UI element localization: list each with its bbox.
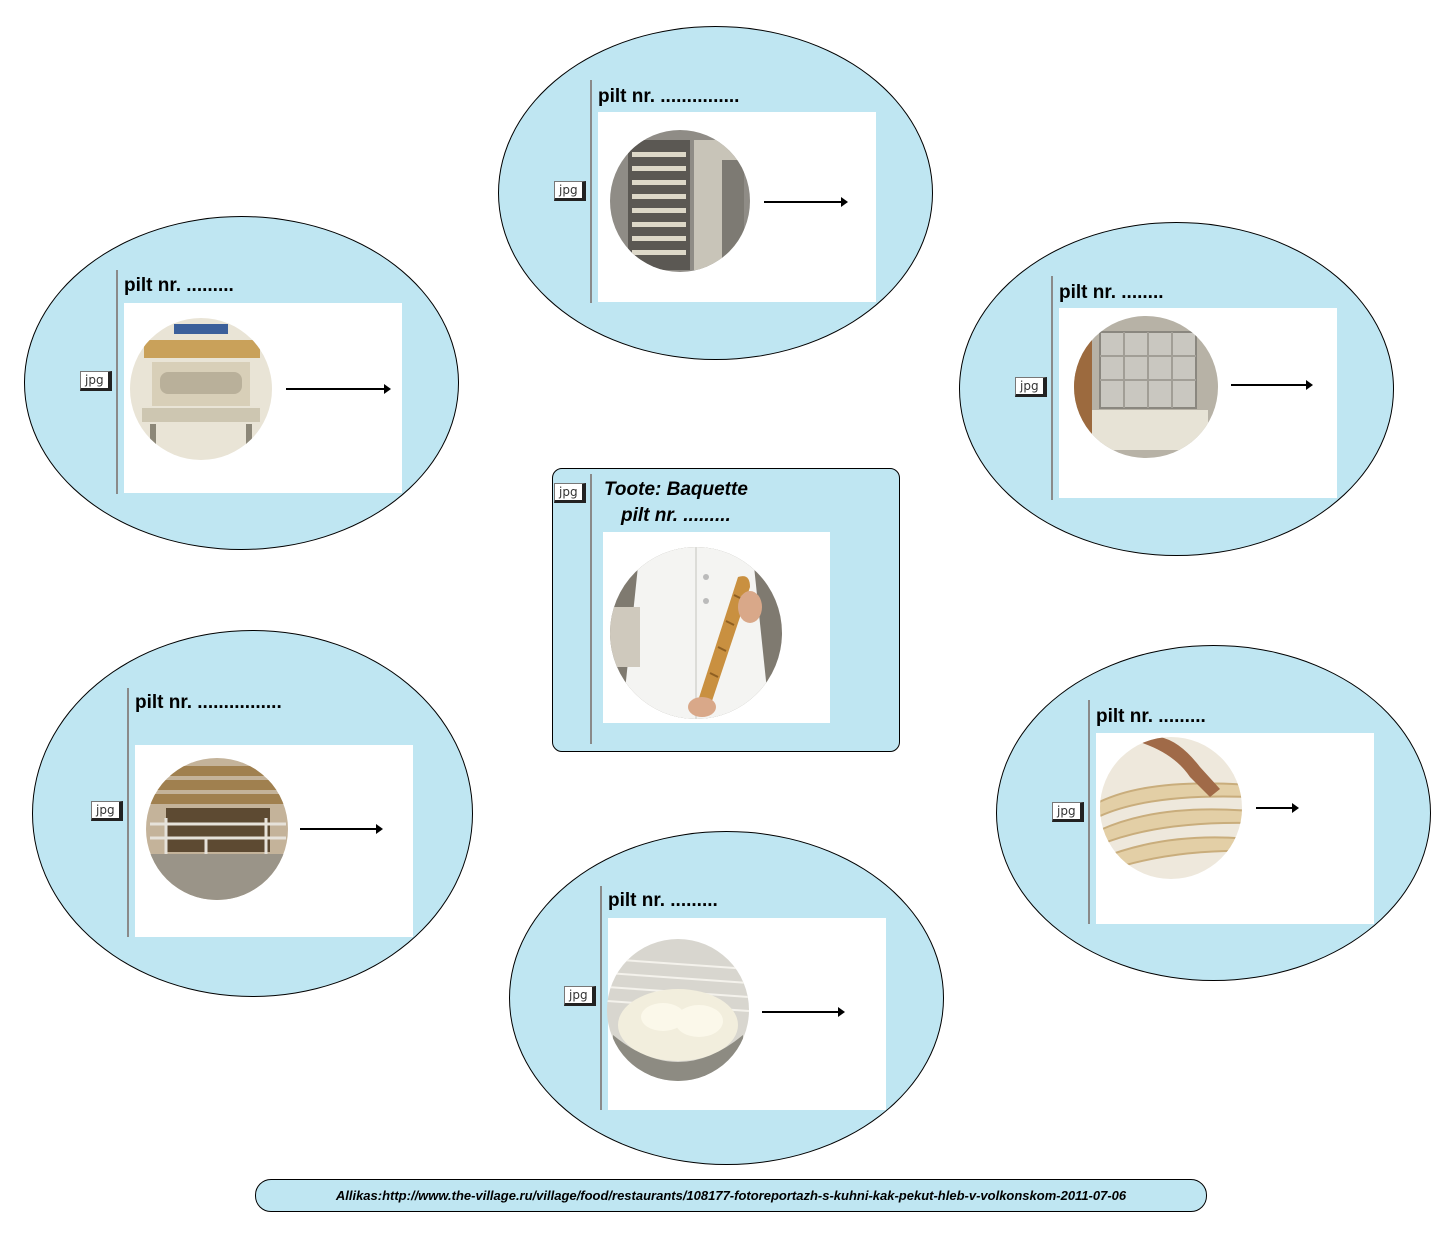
photo-dough-divider — [1074, 316, 1218, 458]
divider-line — [127, 688, 129, 937]
photo-baker-with-baguette — [610, 547, 782, 719]
jpg-tag: jpg — [80, 371, 112, 391]
divider-line — [590, 474, 592, 744]
product-title: Toote: Baquette — [604, 479, 748, 500]
step-label-bottom-right: pilt nr. ......... — [1096, 706, 1206, 727]
step-label-bottom: pilt nr. ......... — [608, 890, 718, 911]
photo-oven-loader — [146, 758, 288, 900]
step-label-top: pilt nr. ............... — [598, 86, 740, 107]
step-label-bottom-left: pilt nr. ................ — [135, 692, 282, 713]
jpg-tag: jpg — [1015, 377, 1047, 397]
divider-line — [1088, 700, 1090, 924]
photo-dough-mixer — [607, 939, 749, 1081]
photo-dough-sheeter — [130, 318, 272, 460]
flow-arrow — [286, 384, 391, 394]
step-label-right: pilt nr. ........ — [1059, 282, 1164, 303]
divider-line — [116, 270, 118, 494]
flow-arrow — [1231, 380, 1313, 390]
photo-shaping-baguettes — [1100, 737, 1242, 879]
flow-arrow — [300, 824, 383, 834]
jpg-tag: jpg — [1052, 802, 1084, 822]
flow-arrow — [762, 1007, 845, 1017]
jpg-tag: jpg — [554, 181, 586, 201]
jpg-tag: jpg — [564, 986, 596, 1006]
jpg-tag: jpg — [554, 483, 586, 503]
source-caption: Allikas:http://www.the-village.ru/villag… — [255, 1179, 1207, 1212]
jpg-tag: jpg — [91, 801, 123, 821]
step-label-left: pilt nr. ......... — [124, 275, 234, 296]
divider-line — [590, 80, 592, 303]
flow-arrow — [764, 197, 848, 207]
divider-line — [600, 886, 602, 1110]
product-image-label: pilt nr. ......... — [621, 505, 731, 526]
photo-rack-trolley — [610, 130, 750, 272]
divider-line — [1051, 276, 1053, 500]
flow-arrow — [1256, 803, 1299, 813]
